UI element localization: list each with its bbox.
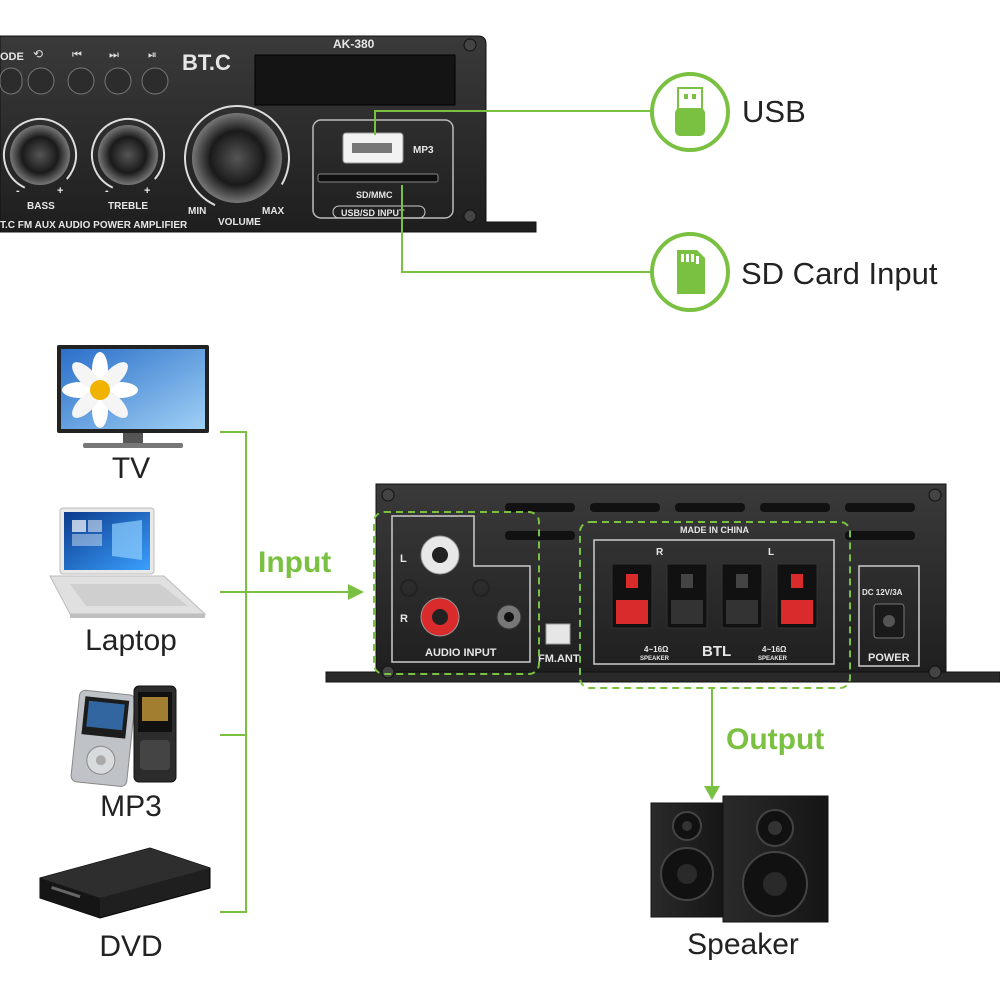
- made-in-label: MADE IN CHINA: [680, 525, 749, 535]
- playback-buttons[interactable]: ⟲ ⏮ ⏭ ⏯: [0, 47, 169, 95]
- bass-plus: +: [57, 185, 63, 197]
- mp3-label: MP3: [413, 145, 434, 156]
- screw-icon: [463, 209, 477, 223]
- impedance-left: 4~16Ω: [762, 645, 787, 654]
- play-pause-icon: ⏯: [148, 49, 157, 61]
- input-arrow-icon: [348, 584, 364, 600]
- mode-label: ODE: [0, 51, 24, 63]
- previous-icon: ⏮: [72, 49, 82, 61]
- speaker-terminals: MADE IN CHINA R L 4~16Ω SPEAKER BTL 4~16…: [593, 525, 835, 665]
- fm-ant-label: FM.ANT: [538, 653, 580, 665]
- model-label: AK-380: [333, 37, 375, 51]
- rear-panel: L R AUDIO INPUT FM.ANT MADE IN CHINA R L: [325, 483, 1000, 683]
- fm-antenna-port[interactable]: [545, 623, 571, 645]
- input-bracket: [220, 431, 350, 913]
- speaker-label: Speaker: [687, 928, 799, 961]
- source-label-dvd: DVD: [99, 930, 163, 963]
- next-icon: ⏭: [109, 49, 119, 61]
- screw-icon: [381, 488, 395, 502]
- usb-sd-input-label: USB/SD INPUT: [341, 208, 405, 218]
- sd-slot[interactable]: [317, 173, 439, 183]
- screw-icon: [928, 488, 942, 502]
- terminal-red-left[interactable]: [781, 600, 813, 624]
- usb-icon: [650, 72, 730, 152]
- screw-icon: [463, 38, 477, 52]
- treble-plus: +: [144, 185, 150, 197]
- volume-label: VOLUME: [218, 217, 261, 228]
- power-label: POWER: [868, 652, 910, 664]
- screw-icon: [928, 665, 942, 679]
- laptop-icon: [49, 507, 207, 618]
- bass-minus: -: [16, 185, 20, 197]
- dc-label: DC 12V/3A: [862, 588, 903, 597]
- highlight-boxes: [373, 511, 851, 689]
- power-block: DC 12V/3A POWER: [858, 565, 920, 667]
- input-label: Input: [258, 546, 332, 579]
- btl-label: BTL: [702, 643, 731, 660]
- audio-input-label: AUDIO INPUT: [425, 647, 497, 659]
- callout-lines: [374, 110, 654, 273]
- bass-knob[interactable]: [0, 107, 88, 203]
- bass-label: BASS: [27, 201, 55, 212]
- sd-callout-label: SD Card Input: [741, 256, 938, 291]
- terminal-red-right[interactable]: [616, 600, 648, 624]
- source-label-mp3: MP3: [100, 790, 162, 823]
- mp3-player-icon: [70, 685, 177, 787]
- treble-minus: -: [105, 185, 109, 197]
- speaker-icon: [650, 795, 829, 923]
- tv-icon: [57, 345, 209, 448]
- usb-callout-label: USB: [742, 94, 806, 129]
- rear-left-label: L: [400, 553, 407, 565]
- treble-label: TREBLE: [108, 201, 148, 212]
- volume-min: MIN: [188, 206, 206, 217]
- vent-slots: [505, 503, 915, 540]
- source-label-tv: TV: [111, 452, 151, 485]
- dvd-player-icon: [39, 847, 211, 919]
- output-label: Output: [726, 723, 825, 756]
- terminal-black-right[interactable]: [671, 600, 703, 624]
- impedance-right: 4~16Ω: [644, 645, 669, 654]
- usb-sd-slot[interactable]: MP3 SD/MMC USB/SD INPUT: [312, 119, 454, 219]
- screw-icon: [381, 665, 395, 679]
- repeat-icon: ⟲: [33, 47, 43, 61]
- front-panel: ODE ⟲ ⏮ ⏭ ⏯ BT.C AK-380: [0, 35, 537, 233]
- source-label-laptop: Laptop: [85, 624, 177, 657]
- terminal-right-label: R: [656, 547, 664, 558]
- lcd-display: [254, 54, 456, 106]
- audio-input-block: L R AUDIO INPUT: [391, 515, 531, 663]
- treble-knob[interactable]: [80, 107, 176, 203]
- brand-label: BT.C: [182, 50, 231, 75]
- speaker-small-right: SPEAKER: [640, 656, 670, 662]
- sd-mmc-label: SD/MMC: [356, 190, 393, 200]
- volume-knob[interactable]: [168, 89, 306, 227]
- volume-max: MAX: [262, 206, 285, 217]
- rear-right-label: R: [400, 613, 408, 625]
- sd-card-icon: [650, 232, 730, 312]
- output-arrow-icon: [704, 786, 720, 800]
- terminal-left-label: L: [768, 547, 774, 558]
- front-subtitle: T.C FM AUX AUDIO POWER AMPLIFIER: [0, 220, 188, 231]
- speaker-small-left: SPEAKER: [758, 656, 788, 662]
- terminal-black-left[interactable]: [726, 600, 758, 624]
